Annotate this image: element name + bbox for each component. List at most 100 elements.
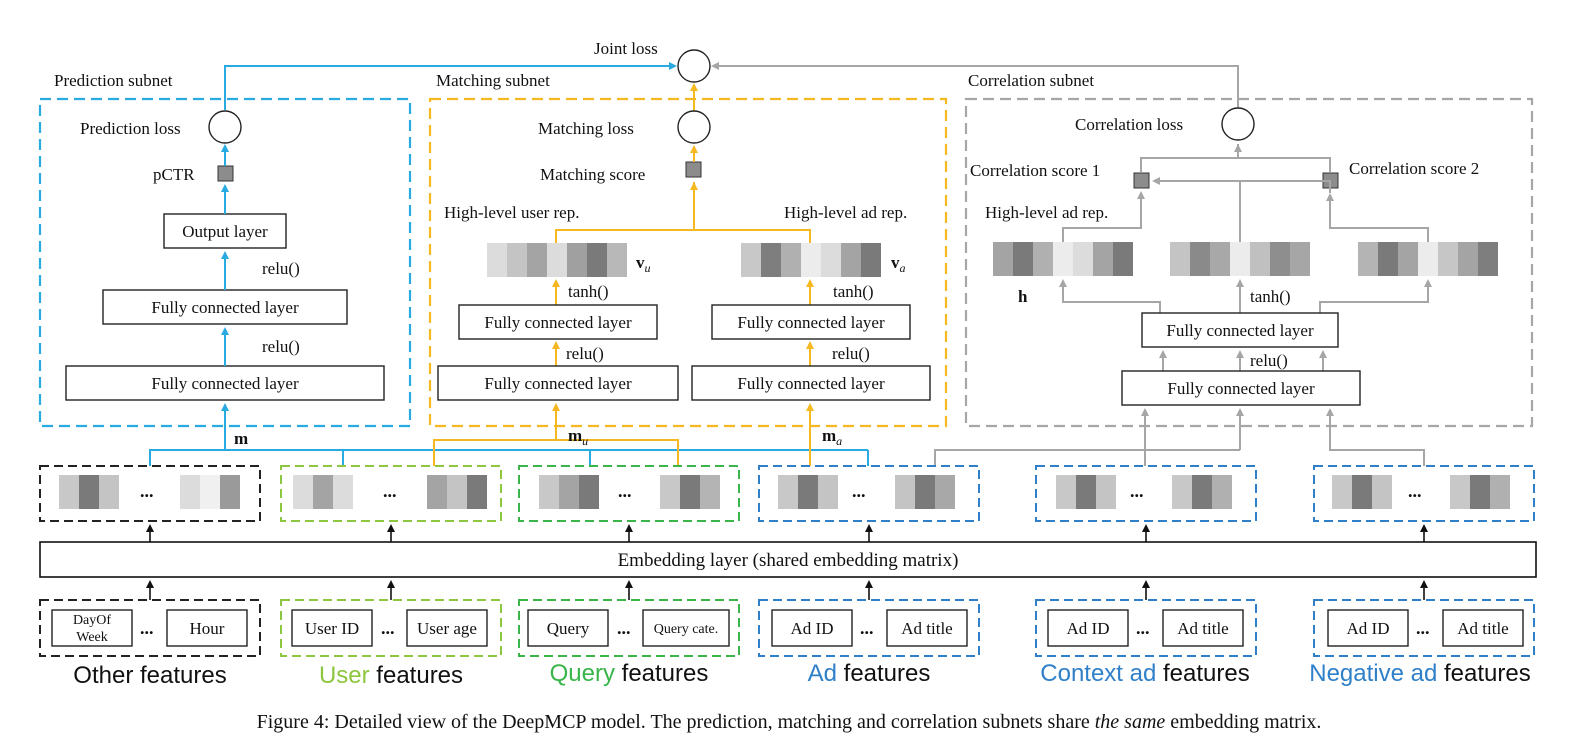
correlation-relu-label: relu()	[1250, 351, 1288, 370]
matching-fc-left-bottom-box	[437, 365, 679, 401]
negative-embedding-frame	[1313, 465, 1535, 522]
mu-label: mu	[568, 426, 588, 448]
prediction-relu-bottom: relu()	[262, 337, 300, 356]
other-features-label: Other features	[73, 662, 226, 689]
matching-fc-left-top-label: Fully connected layer	[484, 313, 632, 332]
correlation-rep-vector-h	[993, 242, 1133, 276]
correlation-subnet-title: Correlation subnet	[968, 71, 1094, 90]
negative-ad-title-label: Ad title	[1457, 619, 1508, 638]
negative-to-corr-fc-line	[1326, 408, 1425, 466]
query-cate-box	[642, 609, 730, 647]
pctr-node	[217, 165, 234, 182]
correlation-loss-label: Correlation loss	[1075, 115, 1183, 134]
pctr-label: pCTR	[153, 165, 195, 184]
context-embedding-ellipsis: ...	[1130, 481, 1144, 501]
other-embedding-ellipsis: ...	[140, 481, 154, 501]
correlation-fc-top-box	[1141, 312, 1339, 348]
prediction-relu-top: relu()	[262, 259, 300, 278]
correlation-tanh-label: tanh()	[1250, 287, 1291, 306]
ad-to-corr-fc-line	[934, 408, 1149, 466]
figure-caption: Figure 4: Detailed view of the DeepMCP m…	[257, 711, 1322, 733]
ad-features-frame	[758, 599, 980, 657]
hour-label: Hour	[190, 619, 225, 638]
ad-rep-label: High-level ad rep.	[784, 203, 907, 222]
matching-subnet-title: Matching subnet	[436, 71, 550, 90]
negative-embedding-ellipsis: ...	[1408, 481, 1422, 501]
negative-ad-id-box	[1327, 609, 1409, 647]
dayofweek-line2: Week	[76, 630, 108, 645]
matching-fc-left-top-box	[458, 304, 658, 340]
prediction-fc-top-label: Fully connected layer	[151, 298, 299, 317]
query-box	[527, 609, 609, 647]
user-features-ellipsis: ...	[381, 618, 395, 638]
joint-loss-label: Joint loss	[594, 39, 658, 58]
mu-bus-line	[433, 439, 679, 466]
reps-to-score-line	[555, 182, 811, 244]
user-embedding-ellipsis: ...	[383, 481, 397, 501]
mid-to-score2-line	[1240, 180, 1331, 193]
matching-fc-right-bottom-label: Fully connected layer	[737, 374, 885, 393]
m-label: m	[234, 429, 248, 448]
negative-embedding-vectors	[1332, 475, 1510, 509]
m-bus-line	[149, 449, 869, 466]
negative-ad-id-label: Ad ID	[1347, 619, 1390, 638]
context-ad-title-box	[1162, 609, 1244, 647]
prediction-fc-bottom-label: Fully connected layer	[151, 374, 299, 393]
prediction-loss-node	[208, 110, 242, 144]
matching-relu-left: relu()	[566, 344, 604, 363]
ad-embedding-vectors	[778, 475, 955, 509]
fctop-to-negative-line	[1319, 279, 1432, 313]
context-ad-id-label: Ad ID	[1067, 619, 1110, 638]
scores-to-loss-line	[1140, 144, 1331, 172]
ad-features-label: Ad features	[808, 660, 931, 687]
negative-features-label: Negative ad features	[1309, 660, 1530, 687]
ad-title-label: Ad title	[901, 619, 952, 638]
fctop-to-h-line	[1059, 279, 1161, 313]
query-label: Query	[547, 619, 590, 638]
correlation-score1-node	[1133, 172, 1150, 189]
query-embedding-vectors	[539, 475, 720, 509]
matching-fc-right-bottom-box	[691, 365, 931, 401]
correlation-fc-bottom-box	[1121, 370, 1361, 406]
vu-label: vu	[636, 253, 651, 275]
matching-tanh-right: tanh()	[833, 282, 874, 301]
ad-rep-vector	[741, 243, 881, 277]
query-embedding-ellipsis: ...	[618, 481, 632, 501]
matching-relu-right: relu()	[832, 344, 870, 363]
negative-features-frame	[1313, 599, 1535, 657]
dayofweek-line1: DayOf	[73, 613, 111, 628]
matching-score-node	[685, 161, 702, 178]
correlation-score1-label: Correlation score 1	[970, 161, 1100, 180]
matching-tanh-left: tanh()	[568, 282, 609, 301]
user-rep-vector	[487, 243, 627, 277]
embedding-layer-box	[39, 541, 1537, 578]
correlation-loss-node	[1221, 107, 1255, 141]
negative-ad-title-box	[1442, 609, 1524, 647]
other-features-frame	[39, 599, 261, 657]
ma-label: ma	[822, 426, 842, 448]
embedding-layer-label: Embedding layer (shared embedding matrix…	[618, 550, 959, 571]
user-age-box	[406, 609, 488, 647]
correlation-fc-top-label: Fully connected layer	[1166, 321, 1314, 340]
negative-features-ellipsis: ...	[1416, 618, 1430, 638]
matching-fc-right-top-label: Fully connected layer	[737, 313, 885, 332]
context-features-ellipsis: ...	[1136, 618, 1150, 638]
user-features-label: User features	[319, 662, 463, 689]
matching-loss-label: Matching loss	[538, 119, 634, 138]
correlation-fc-bottom-label: Fully connected layer	[1167, 379, 1315, 398]
matching-subnet-frame	[428, 97, 948, 428]
user-id-label: User ID	[305, 619, 359, 638]
correlation-to-joint-line	[711, 62, 1239, 108]
right-to-score2-line	[1326, 193, 1429, 242]
user-age-label: User age	[417, 619, 477, 638]
user-features-frame	[280, 599, 502, 657]
prediction-subnet-title: Prediction subnet	[54, 71, 173, 90]
matching-fc-left-bottom-label: Fully connected layer	[484, 374, 632, 393]
query-embedding-frame	[518, 465, 740, 522]
h-label: h	[1018, 287, 1028, 306]
other-features-ellipsis: ...	[140, 618, 154, 638]
joint-loss-node	[677, 49, 711, 83]
query-cate-label: Query cate.	[654, 622, 719, 637]
output-layer-label: Output layer	[182, 222, 268, 241]
